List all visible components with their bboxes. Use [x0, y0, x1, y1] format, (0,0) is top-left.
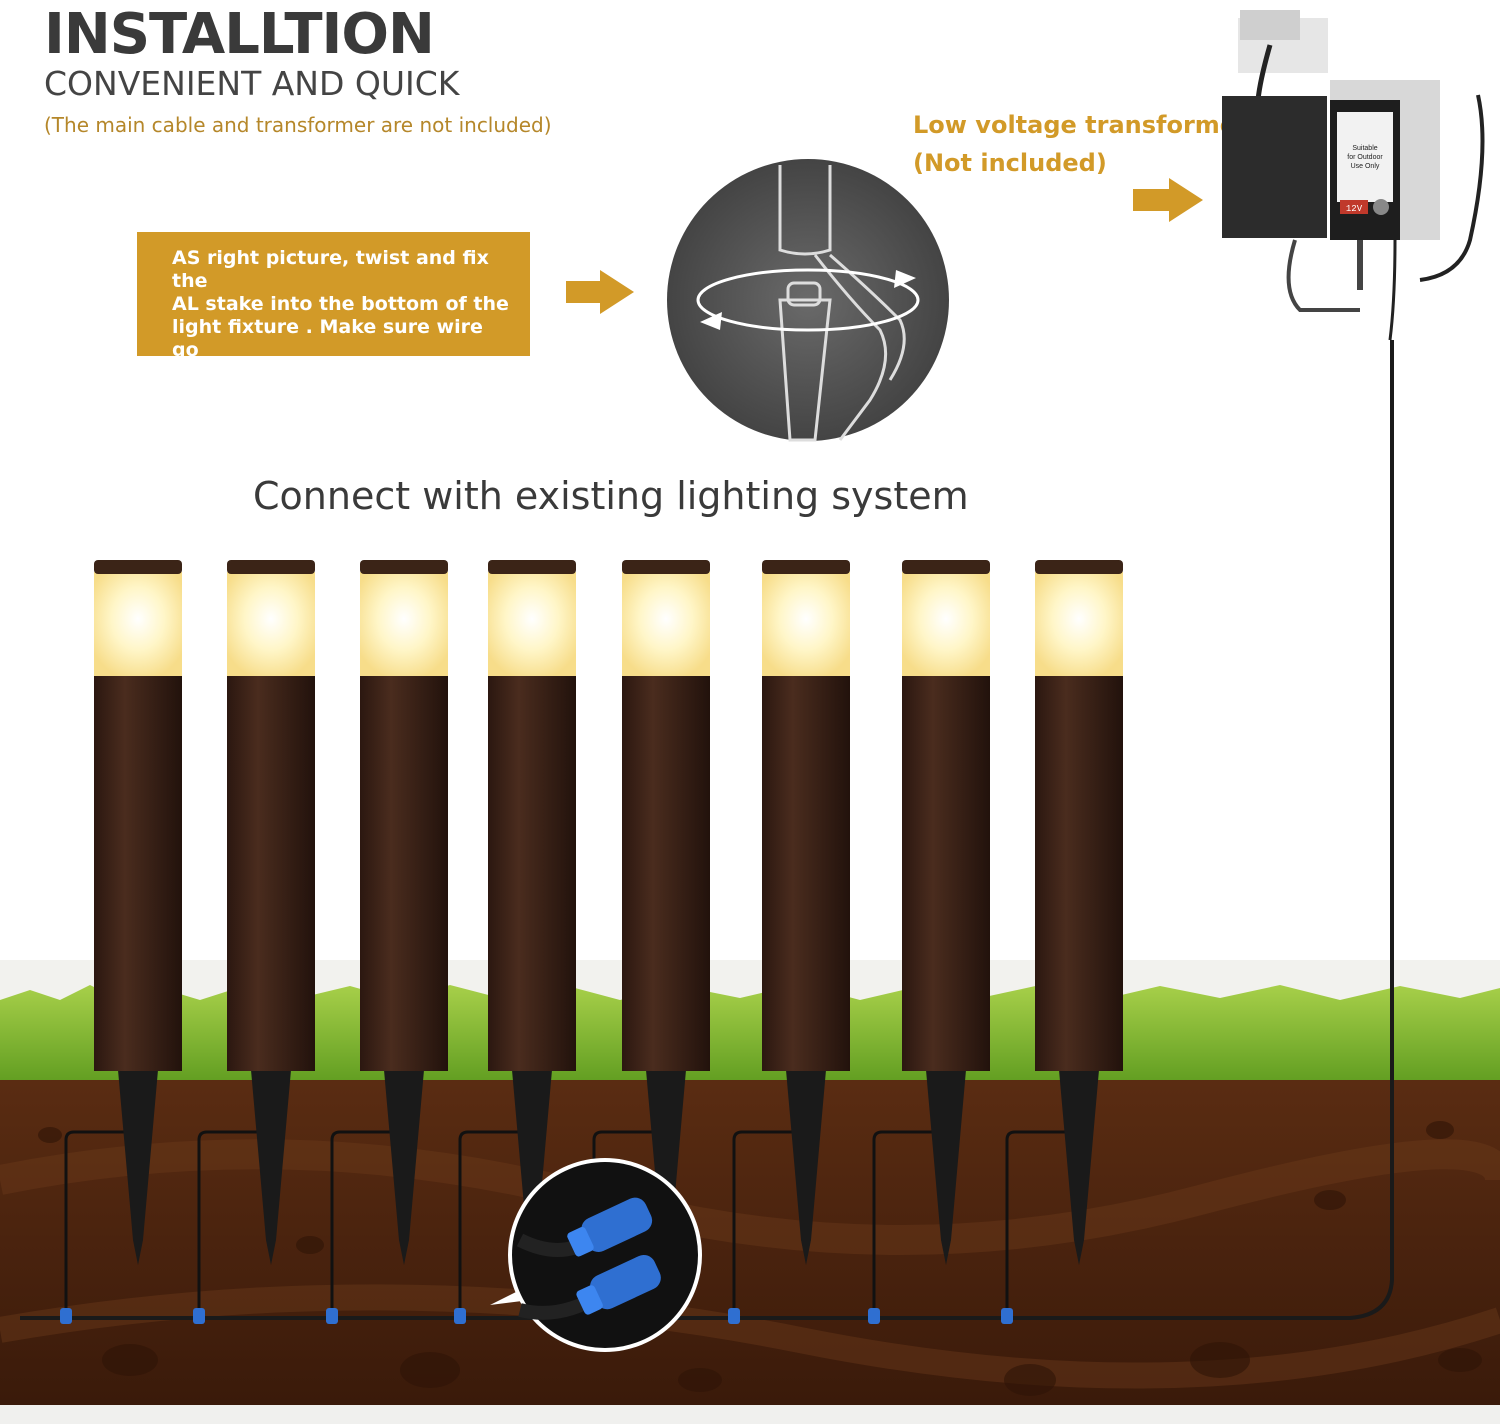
- fixture-body: [622, 676, 710, 1071]
- pathway-light: [60, 560, 182, 1324]
- fixture-glow: [902, 572, 990, 676]
- fixture-body: [227, 676, 315, 1071]
- pathway-light: [728, 560, 850, 1324]
- fixture-body: [1035, 676, 1123, 1071]
- pathway-light: [193, 560, 315, 1324]
- cable-connector: [1001, 1308, 1013, 1324]
- transformer-label-line: Low voltage transformer: [913, 111, 1248, 139]
- fixture-body: [902, 676, 990, 1071]
- connect-caption: Connect with existing lighting system: [253, 474, 969, 518]
- fixture-glow: [762, 572, 850, 676]
- fixture-glow: [488, 572, 576, 676]
- page-subtitle: CONVENIENT AND QUICK: [44, 64, 460, 103]
- pathway-light: [1001, 560, 1123, 1324]
- page-title: INSTALLTION: [44, 2, 435, 67]
- fixture-cap: [622, 560, 710, 574]
- pathway-light: [326, 560, 448, 1324]
- transformer-unit: Suitable for Outdoor Use Only 12V: [1222, 10, 1485, 341]
- cable-connector: [728, 1308, 740, 1324]
- instruction-line: AL stake into the bottom of the: [172, 293, 509, 315]
- ground-stake: [786, 1070, 826, 1265]
- cable-connector: [60, 1308, 72, 1324]
- soil-pebbles: [38, 1121, 1482, 1396]
- fixture-cap: [902, 560, 990, 574]
- transformer-label-line: (Not included): [913, 149, 1107, 177]
- fixture-glow: [1035, 572, 1123, 676]
- ground-stake: [251, 1070, 291, 1265]
- instruction-line: light fixture . Make sure wire go: [172, 316, 483, 361]
- cable-connector: [868, 1308, 880, 1324]
- fixture-cap: [94, 560, 182, 574]
- transformer-display: 12V: [1346, 204, 1363, 214]
- pathway-light: [454, 560, 576, 1324]
- rotate-arrows-icon: [696, 268, 920, 332]
- fixture-cap: [227, 560, 315, 574]
- wire-connector-icon: [490, 1158, 702, 1352]
- ground-stake: [926, 1070, 966, 1265]
- ground-stake: [1059, 1070, 1099, 1265]
- cable-connector: [326, 1308, 338, 1324]
- ground-stake: [118, 1070, 158, 1265]
- fixture-cap: [488, 560, 576, 574]
- ground-stake: [646, 1070, 686, 1265]
- soil: [0, 1080, 1500, 1405]
- lights-group: [60, 560, 1123, 1324]
- stake-detail-circle: [667, 159, 949, 442]
- fixture-glow: [94, 572, 182, 676]
- fixture-glow: [227, 572, 315, 676]
- fixture-body: [488, 676, 576, 1071]
- fixture-body: [360, 676, 448, 1071]
- panel-text: Use Only: [1351, 163, 1380, 170]
- main-cable: [20, 340, 1394, 1320]
- grass: [0, 984, 1500, 1090]
- fixture-body: [762, 676, 850, 1071]
- pathway-light: [588, 560, 710, 1324]
- arrow-right-icon: [566, 270, 634, 314]
- ground-stake: [512, 1070, 552, 1265]
- instruction-box: AS right picture, twist and fix the AL s…: [137, 232, 530, 384]
- cable-connector: [454, 1308, 466, 1324]
- fixture-cap: [360, 560, 448, 574]
- arrow-right-icon: [1133, 178, 1203, 222]
- fixture-glow: [622, 572, 710, 676]
- fixture-cap: [1035, 560, 1123, 574]
- panel-text: Suitable: [1352, 145, 1377, 152]
- not-included-note: (The main cable and transformer are not …: [44, 113, 552, 137]
- panel-text: for Outdoor: [1347, 154, 1383, 161]
- fixture-body: [94, 676, 182, 1071]
- ground-stake: [384, 1070, 424, 1265]
- instruction-line: AS right picture, twist and fix the: [172, 247, 489, 292]
- cable-connector: [193, 1308, 205, 1324]
- fixture-cap: [762, 560, 850, 574]
- instruction-line: through the slot of the stake: [172, 362, 482, 384]
- transformer-label: Low voltage transformer (Not included): [913, 106, 1248, 182]
- fixture-glow: [360, 572, 448, 676]
- pathway-light: [868, 560, 990, 1324]
